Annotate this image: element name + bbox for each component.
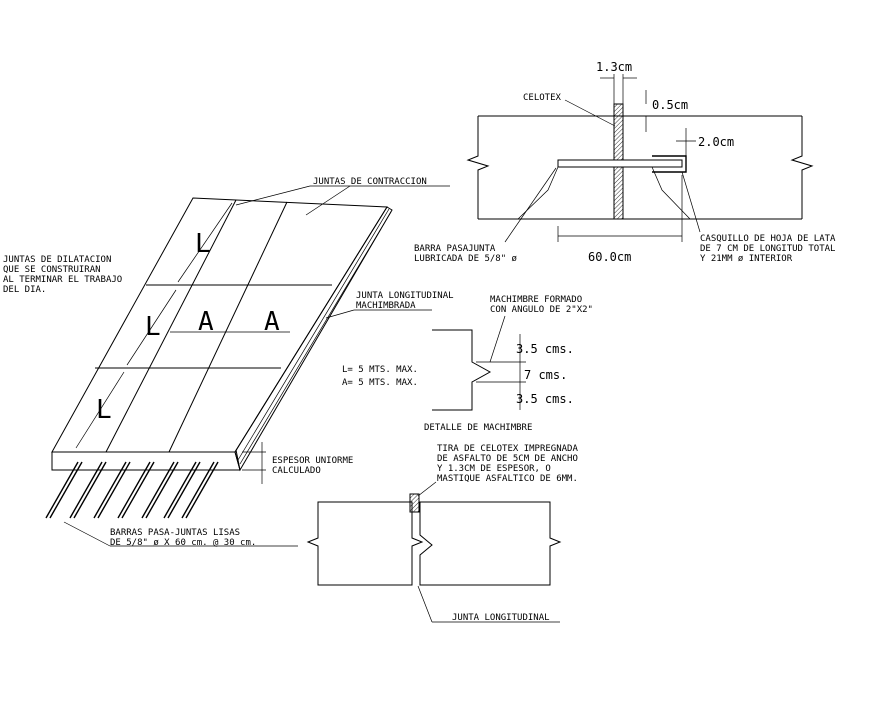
dim-gap: 0.5cm bbox=[652, 98, 688, 112]
dowel-bars-label-1: BARRAS PASA-JUNTAS LISAS bbox=[110, 528, 240, 538]
sleeve-label-3: Y 21MM ø INTERIOR bbox=[700, 254, 793, 264]
celotex-strip-label-2: DE ASFALTO DE 5CM DE ANCHO bbox=[437, 454, 578, 464]
sleeve bbox=[652, 155, 687, 173]
limit-width: A= 5 MTS. MAX. bbox=[342, 378, 418, 388]
dilation-label-2: QUE SE CONSTRUIRAN bbox=[3, 265, 101, 275]
width-letter-1: A bbox=[198, 307, 214, 337]
slab-front-face bbox=[51, 451, 241, 471]
joint-section: TIRA DE CELOTEX IMPREGNADA DE ASFALTO DE… bbox=[306, 444, 578, 623]
dowel-bars-label-2: DE 5/8" ø X 60 cm. @ 30 cm. bbox=[110, 538, 256, 548]
dowel-bar bbox=[557, 159, 683, 168]
dim-tongue: 7 cms. bbox=[524, 368, 567, 382]
dowel-bar-label-1: BARRA PASAJUNTA bbox=[414, 244, 496, 254]
celotex-strip-label-1: TIRA DE CELOTEX IMPREGNADA bbox=[437, 444, 578, 454]
sleeve-label-2: DE 7 CM DE LONGITUD TOTAL bbox=[700, 244, 835, 254]
tongue-joint-label-2: MACHIMBRADA bbox=[356, 301, 416, 311]
celotex-strip-section bbox=[409, 493, 420, 513]
tongue-joint-label-1: JUNTA LONGITUDINAL bbox=[356, 291, 454, 301]
dilation-label-4: DEL DIA. bbox=[3, 285, 46, 295]
celotex-strip-label-4: MASTIQUE ASFALTICO DE 6MM. bbox=[437, 474, 578, 484]
machimbre-label-1: MACHIMBRE FORMADO bbox=[490, 295, 582, 305]
length-letter-1: L bbox=[195, 229, 211, 259]
contraction-joints-label: JUNTAS DE CONTRACCION bbox=[313, 177, 427, 187]
limit-length: L= 5 MTS. MAX. bbox=[342, 365, 418, 375]
longitudinal-joint-label: JUNTA LONGITUDINAL bbox=[452, 613, 550, 623]
thickness-label-2: CALCULADO bbox=[272, 466, 321, 476]
dim-bottom-lip: 3.5 cms. bbox=[516, 392, 574, 406]
dowel-detail: 1.3cm 0.5cm 2.0cm CELOTEX 60.0cm BARRA P… bbox=[414, 60, 836, 264]
width-letter-2: A bbox=[264, 307, 280, 337]
dilation-label-3: AL TERMINAR EL TRABAJO bbox=[3, 275, 122, 285]
sleeve-label-1: CASQUILLO DE HOJA DE LATA bbox=[700, 234, 836, 244]
dilation-label-1: JUNTAS DE DILATACION bbox=[3, 255, 111, 265]
tongue-groove-detail: 3.5 cms. 7 cms. 3.5 cms. MACHIMBRE FORMA… bbox=[342, 295, 593, 433]
length-letter-2: L bbox=[145, 312, 161, 342]
dim-bar-length: 60.0cm bbox=[588, 250, 631, 264]
dowel-bar-label-2: LUBRICADA DE 5/8" ø bbox=[414, 254, 518, 264]
thickness-label-1: ESPESOR UNIORME bbox=[272, 456, 353, 466]
machimbre-label-2: CON ANGULO DE 2"X2" bbox=[490, 305, 593, 315]
celotex-strip-label-3: Y 1.3CM DE ESPESOR, O bbox=[437, 464, 551, 474]
slab-side-face bbox=[234, 206, 393, 472]
concrete-right bbox=[419, 501, 562, 586]
longitudinal-joint-line bbox=[105, 199, 237, 453]
tongue-detail-title: DETALLE DE MACHIMBRE bbox=[424, 423, 532, 433]
celotex-label: CELOTEX bbox=[523, 93, 562, 103]
dim-top-lip: 3.5 cms. bbox=[516, 342, 574, 356]
longitudinal-joint-line bbox=[168, 201, 288, 453]
dim-celotex-thickness: 1.3cm bbox=[596, 60, 632, 74]
dim-sleeve-cap: 2.0cm bbox=[698, 135, 734, 149]
dowel-bars bbox=[45, 461, 219, 519]
concrete-left bbox=[306, 501, 424, 586]
length-letter-3: L bbox=[96, 395, 112, 425]
slab-isometric: L L L A A ESPESOR UNIORME CALC bbox=[3, 177, 454, 548]
